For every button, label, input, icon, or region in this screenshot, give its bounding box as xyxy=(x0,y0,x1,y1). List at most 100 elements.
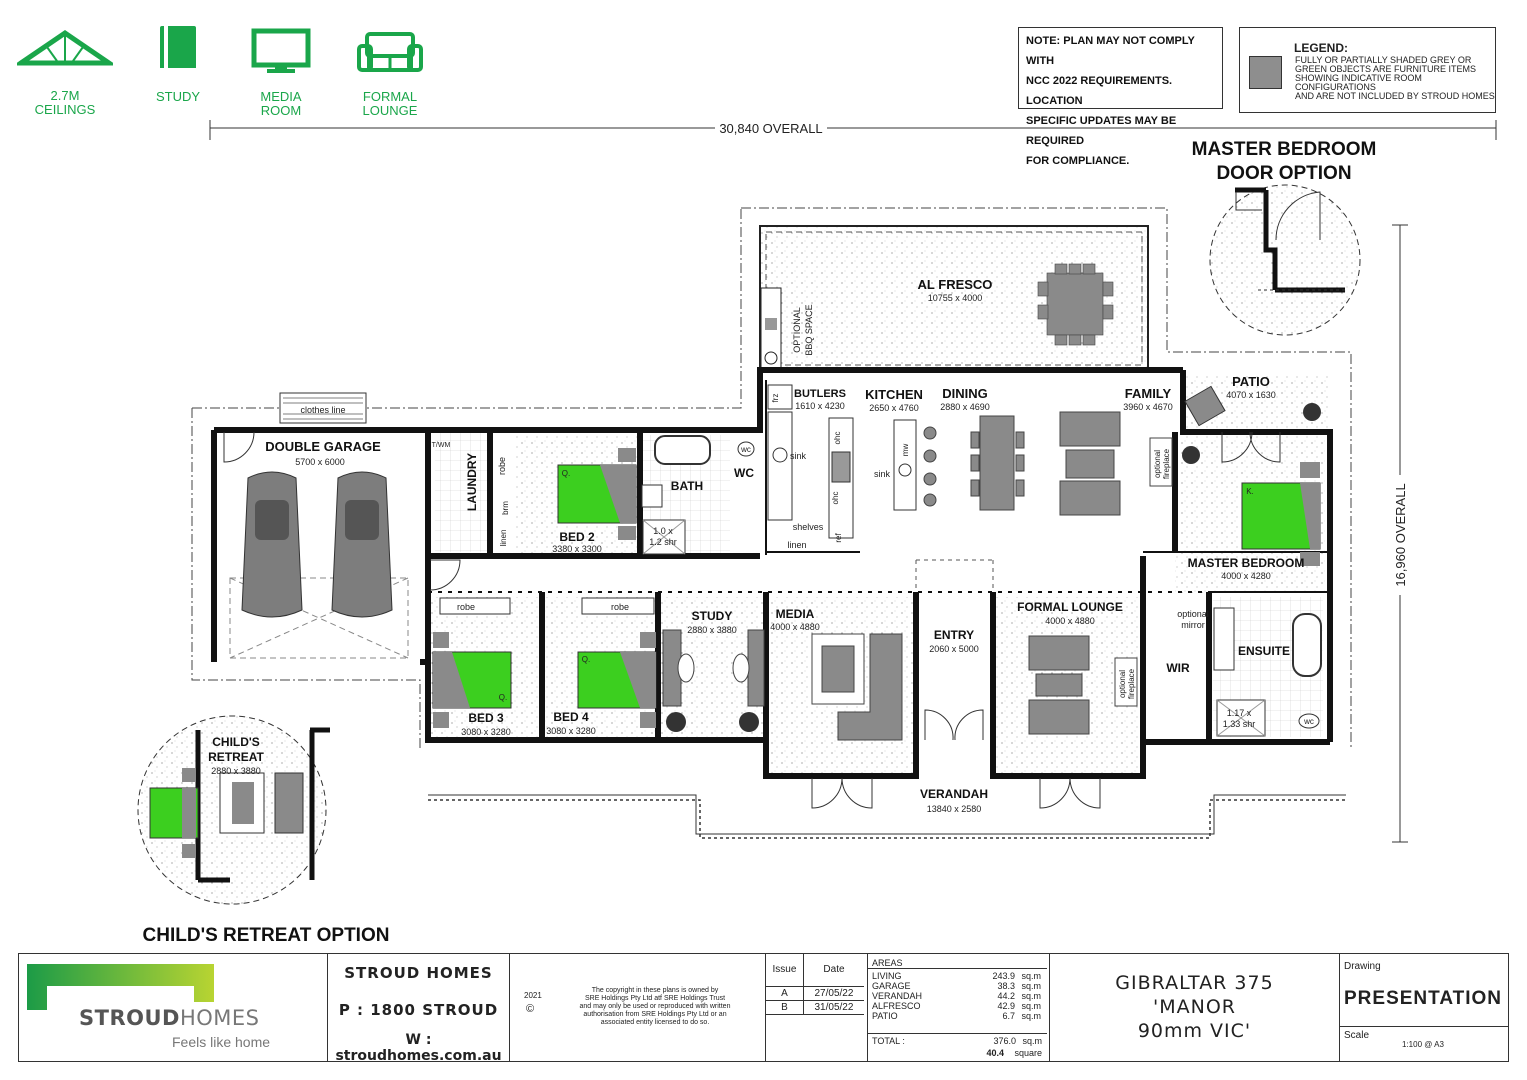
bbq-label: OPTIONAL xyxy=(792,307,802,353)
copyright-line: SRE Holdings Pty Ltd atf SRE Holdings Tr… xyxy=(584,995,726,1002)
garage-cars xyxy=(229,471,409,659)
master-bed xyxy=(1241,462,1321,566)
plant-icon xyxy=(666,712,686,732)
sink-label: sink xyxy=(790,451,807,461)
drawing-label: Drawing xyxy=(1344,961,1381,972)
brm-label: brm xyxy=(501,501,510,515)
linen-label: linen xyxy=(787,540,806,550)
legend: LEGEND: FULLY OR PARTIALLY SHADED GREY O… xyxy=(1239,27,1496,113)
area-name: LIVING xyxy=(872,971,902,981)
room-name: BED 2 xyxy=(559,530,595,544)
media-furniture xyxy=(811,633,903,741)
room-dim: 3960 x 4670 xyxy=(1123,402,1173,412)
fireplace-label: fireplace xyxy=(1127,668,1136,699)
scale-value: 1:100 @ A3 xyxy=(1402,1040,1444,1049)
logo-tagline: Feels like home xyxy=(172,1034,271,1050)
project-line: GIBRALTAR 375 xyxy=(1115,972,1274,994)
note-line: SPECIFIC UPDATES MAY BE REQUIRED xyxy=(1026,115,1177,147)
logo-word-2: HOMES xyxy=(179,1006,260,1030)
room-name: BUTLERS xyxy=(794,388,846,400)
room-dim: 4000 x 4880 xyxy=(770,622,820,632)
book-icon xyxy=(160,26,196,72)
bed-size-label: Q. xyxy=(582,655,590,664)
overall-width-dimension: 30,840 OVERALL xyxy=(209,120,1497,140)
bed-3 xyxy=(432,632,512,728)
legend-line: FULLY OR PARTIALLY SHADED GREY OR xyxy=(1295,55,1472,65)
room-dim: 2060 x 5000 xyxy=(929,644,979,654)
room-name: VERANDAH xyxy=(920,787,988,801)
room-name: MASTER BEDROOM xyxy=(1188,556,1305,570)
copyright-line: associated entity licensed to do so. xyxy=(600,1019,710,1026)
copyright-line: The copyright in these plans is owned by xyxy=(591,987,719,994)
formal-furniture xyxy=(1028,635,1138,735)
note-line: FOR COMPLIANCE. xyxy=(1026,155,1130,167)
area-value: 38.3 xyxy=(997,981,1015,991)
feature-label-line2: ROOM xyxy=(260,103,302,118)
area-unit: sq.m xyxy=(1021,981,1041,991)
room-name: LAUNDRY xyxy=(465,453,479,511)
total-unit: sq.m xyxy=(1022,1036,1042,1046)
area-value: 6.7 xyxy=(1002,1011,1015,1021)
room-dim: 3080 x 3280 xyxy=(461,727,511,737)
robe-bed3 xyxy=(439,597,511,615)
squares-unit: square xyxy=(1014,1048,1042,1058)
copyright-line: and may only be used or reproduced with … xyxy=(579,1003,731,1010)
laundry-tub-label: T/WM xyxy=(432,442,451,449)
room-name: AL FRESCO xyxy=(918,277,993,292)
area-unit: sq.m xyxy=(1021,1001,1041,1011)
room-name: STUDY xyxy=(692,609,733,623)
ref-label: ref xyxy=(834,533,843,543)
feature-label-line1: STUDY xyxy=(155,89,201,104)
issue-code: B xyxy=(766,999,804,1015)
shower-label: 1.17 x xyxy=(1227,708,1252,718)
room-name: BED 4 xyxy=(553,710,589,724)
wc-label: wc xyxy=(1303,717,1314,726)
scale-label: Scale xyxy=(1344,1030,1370,1041)
company-name: STROUD HOMES xyxy=(344,964,493,982)
ceiling-icon xyxy=(17,29,113,66)
room-dim: 1610 x 4230 xyxy=(795,401,845,411)
room-name: CHILD'S xyxy=(212,735,260,749)
house-floors xyxy=(431,373,1328,775)
wc-label: wc xyxy=(740,445,751,454)
area-row: LIVING 243.9 sq.m xyxy=(872,971,1041,981)
room-name: BED 3 xyxy=(468,711,504,725)
master-option-title: MASTER BEDROOM xyxy=(1192,139,1377,160)
shower-label: 1.33 shr xyxy=(1223,719,1256,729)
title-block: STROUDHOMES Feels like home STROUD HOMES… xyxy=(18,953,1509,1064)
frz-label: frz xyxy=(771,394,780,403)
feature-label-line1: 2.7M xyxy=(50,88,80,103)
sofa-icon xyxy=(357,32,423,72)
robe-label: robe xyxy=(611,602,629,612)
issue-header: Issue xyxy=(766,954,804,987)
ensuite-bath xyxy=(1292,613,1322,677)
area-unit: sq.m xyxy=(1021,991,1041,1001)
area-value: 243.9 xyxy=(992,971,1015,981)
master-option-title: DOOR OPTION xyxy=(1216,163,1351,184)
room-dim: 3080 x 3280 xyxy=(546,726,596,736)
area-name: VERANDAH xyxy=(872,991,923,1001)
legend-line: AND ARE NOT INCLUDED BY STROUD HOMES xyxy=(1295,91,1495,101)
fireplace-label: optional xyxy=(1118,670,1127,698)
feature-formal: FORMAL LOUNGE xyxy=(340,30,440,118)
room-dim: 4000 x 4280 xyxy=(1221,571,1271,581)
child-option-title: CHILD'S RETREAT OPTION xyxy=(143,925,390,946)
room-name: ENSUITE xyxy=(1238,644,1290,658)
room-name: WIR xyxy=(1166,661,1190,675)
area-unit: sq.m xyxy=(1021,971,1041,981)
logo-mark xyxy=(27,964,214,1010)
area-name: ALFRESCO xyxy=(872,1001,921,1011)
room-name: DINING xyxy=(942,386,988,401)
robe-label: robe xyxy=(457,602,475,612)
project-line: 'MANOR xyxy=(1153,996,1236,1018)
bed-size-label: K. xyxy=(1246,487,1254,496)
legend-title: LEGEND: xyxy=(1294,41,1348,55)
room-dim: 5700 x 6000 xyxy=(295,457,345,467)
mirror-label: mirror xyxy=(1181,620,1205,630)
